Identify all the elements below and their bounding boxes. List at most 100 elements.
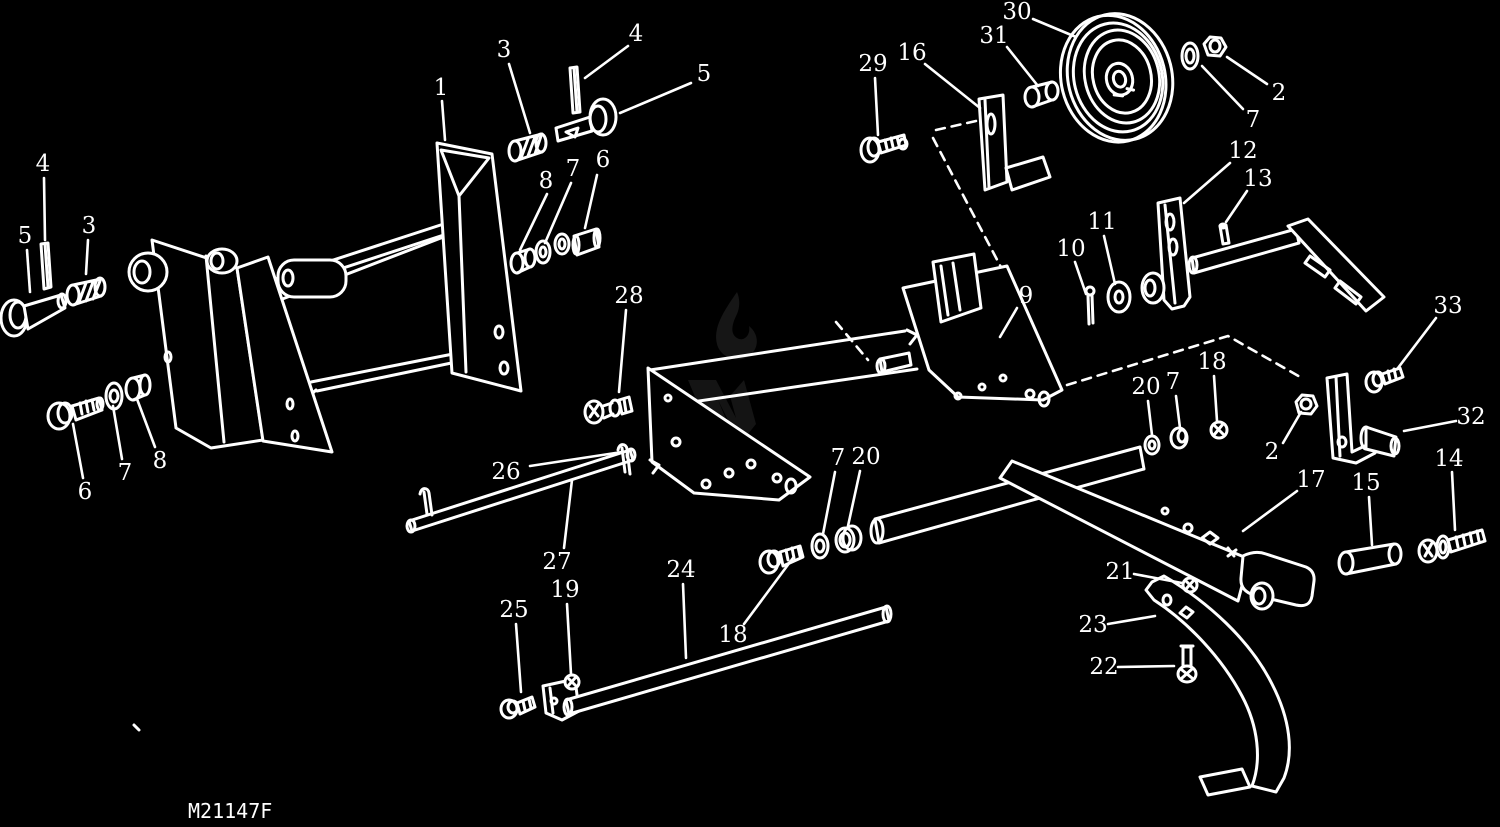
bolt-14-facets bbox=[1422, 541, 1434, 558]
bushing-3b bbox=[507, 139, 523, 163]
callout-label-6-10: 6 bbox=[78, 479, 93, 505]
bracket-12-slot bbox=[1164, 212, 1176, 232]
washer-7t-bore bbox=[1184, 47, 1196, 65]
plate-hole bbox=[1037, 390, 1051, 408]
pivot-tube bbox=[873, 445, 1146, 545]
bolt-32-body bbox=[1364, 425, 1398, 458]
callout-leader-9-30 bbox=[998, 306, 1019, 339]
callout-leader-23-41 bbox=[1106, 614, 1157, 626]
callout-label-7-25: 7 bbox=[1246, 107, 1261, 133]
stub-tube bbox=[878, 351, 913, 374]
pulley-groove-inner bbox=[1082, 28, 1162, 125]
callout-label-33-31: 33 bbox=[1433, 293, 1462, 319]
washer-7b-bore bbox=[538, 245, 548, 259]
callout-leader-2-35 bbox=[1281, 410, 1303, 445]
callout-leader-31-22 bbox=[1005, 45, 1040, 88]
callout-label-2-24: 2 bbox=[1272, 80, 1287, 106]
left-tri-plate bbox=[646, 366, 812, 502]
washer-7 bbox=[104, 381, 124, 411]
shank-bar-17 bbox=[998, 459, 1251, 603]
bolt-28 bbox=[583, 395, 634, 425]
callout-leader-33-31 bbox=[1396, 316, 1438, 370]
callout-leader-14-38 bbox=[1450, 470, 1457, 532]
plate-hole bbox=[998, 373, 1008, 383]
callout-label-3-9: 3 bbox=[82, 213, 97, 239]
slotted-bracket-slots bbox=[1303, 254, 1363, 306]
plate-hole bbox=[771, 472, 783, 484]
slotted-bracket bbox=[1286, 217, 1386, 313]
callout-leader-7-5 bbox=[543, 181, 573, 245]
callout-leader-13-27 bbox=[1224, 189, 1249, 224]
callout-leader-5-8 bbox=[25, 248, 32, 294]
left-bushing-bore bbox=[132, 259, 152, 285]
pulley-hub bbox=[1104, 61, 1135, 97]
plate-9-tab-lines bbox=[939, 261, 962, 317]
washer-7c-bore bbox=[814, 538, 826, 554]
bolt-14-washer-bore bbox=[1438, 539, 1448, 555]
callout-leader-7-11 bbox=[111, 404, 124, 461]
plate-hole bbox=[670, 436, 682, 448]
bolt-5b-face bbox=[588, 104, 608, 134]
callout-label-31-22: 31 bbox=[979, 23, 1008, 49]
washer-7m-bore bbox=[1176, 428, 1188, 444]
pulley-face bbox=[1090, 38, 1153, 115]
pulley-fasteners bbox=[1180, 35, 1228, 71]
callout-label-19-16: 19 bbox=[550, 577, 579, 603]
bar-hole-diamond bbox=[1200, 530, 1220, 546]
callout-leader-10-29 bbox=[1073, 260, 1088, 296]
callout-label-6-6: 6 bbox=[596, 147, 611, 173]
tall-plate-gusset bbox=[439, 148, 491, 374]
pivot-tube-end bbox=[869, 517, 885, 545]
callout-label-16-21: 16 bbox=[897, 40, 926, 66]
callout-leader-20-44 bbox=[846, 469, 862, 528]
callout-leader-26-14 bbox=[528, 450, 624, 468]
bolt-6-tip bbox=[95, 396, 105, 412]
washer-7-bore bbox=[108, 388, 120, 404]
plate-hole bbox=[1024, 388, 1036, 400]
washer-20m-bore bbox=[1147, 439, 1157, 451]
washer-6w-bore bbox=[557, 237, 567, 251]
hanger-rod-end bbox=[1187, 255, 1199, 275]
left-plate-fold bbox=[204, 254, 226, 444]
pulley-rim-depth bbox=[1058, 13, 1168, 144]
bolt-6-face bbox=[56, 401, 74, 425]
pin-4-line bbox=[43, 242, 50, 289]
cluster-18-7-20 bbox=[758, 445, 1146, 575]
callout-leader-20-33 bbox=[1146, 399, 1154, 437]
mid-bushing-bore bbox=[209, 251, 225, 271]
bolt-5b-arrow bbox=[564, 126, 580, 139]
callout-leader-28-13 bbox=[617, 308, 628, 394]
bushing-3 bbox=[65, 283, 81, 307]
callout-leader-24-18 bbox=[681, 582, 688, 660]
bushing-15 bbox=[1337, 550, 1355, 576]
callout-label-21-40: 21 bbox=[1105, 559, 1134, 585]
bolt-18a-threads bbox=[784, 545, 802, 562]
bracket-16-fold bbox=[983, 98, 991, 189]
right-tri-plate-9 bbox=[901, 264, 1064, 402]
hardware-right bbox=[1337, 366, 1487, 576]
plate-hole bbox=[784, 477, 798, 495]
callout-leader-6-10 bbox=[71, 422, 85, 480]
callout-label-22-42: 22 bbox=[1089, 654, 1118, 680]
bracket-16-slot bbox=[985, 112, 997, 136]
callout-label-4-7: 4 bbox=[36, 151, 51, 177]
callout-label-28-13: 28 bbox=[614, 283, 643, 309]
callout-leader-16-21 bbox=[923, 62, 982, 110]
bushing-3-end bbox=[93, 276, 107, 298]
callout-leader-1-0 bbox=[440, 99, 447, 142]
pulley-groove bbox=[1071, 21, 1165, 134]
callout-label-20-33: 20 bbox=[1131, 374, 1160, 400]
shank-hole-diamond bbox=[1178, 605, 1195, 620]
rod-26-body bbox=[407, 448, 635, 533]
bushing-3b-end bbox=[534, 132, 548, 154]
callout-leader-5-3 bbox=[618, 81, 693, 115]
bolt-32-tip bbox=[1389, 436, 1401, 456]
callout-label-18-19: 18 bbox=[718, 622, 747, 648]
callout-leader-27-15 bbox=[562, 478, 574, 550]
bar-hole-cross bbox=[1226, 546, 1238, 558]
mid-plate-hole bbox=[285, 397, 295, 411]
callout-leader-6-6 bbox=[583, 173, 599, 230]
callout-leader-25-17 bbox=[514, 622, 523, 694]
bolt-29-tip bbox=[897, 137, 909, 151]
